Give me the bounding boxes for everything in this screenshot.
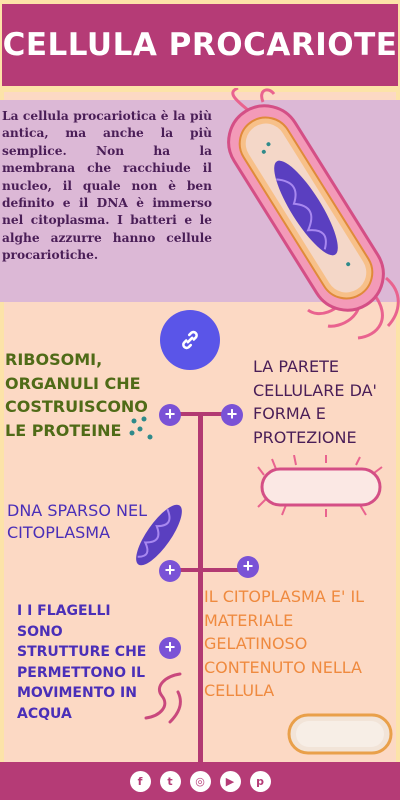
- instagram-icon[interactable]: ◎: [189, 770, 211, 792]
- citoplasma-plus-button[interactable]: +: [237, 556, 259, 578]
- title-band: CELLULA PROCARIOTE: [2, 4, 398, 86]
- pinterest-icon[interactable]: p: [249, 770, 271, 792]
- timeline-branch-top: [180, 412, 232, 416]
- ribosomi-label: RIBOSOMI, ORGANULI CHE COSTRUISCONO LE P…: [5, 350, 148, 440]
- facebook-icon[interactable]: f: [129, 770, 151, 792]
- footer: f t ◎ ▶ p: [0, 762, 400, 800]
- page-title: CELLULA PROCARIOTE: [2, 27, 398, 63]
- cytoplasm-illustration: [287, 713, 393, 755]
- citoplasma-label: IL CITOPLASMA E' IL MATERIALE GELATINOSO…: [204, 587, 365, 700]
- ribosomi-plus-button[interactable]: +: [159, 404, 181, 426]
- parete-label: LA PARETE CELLULARE DA' FORMA E PROTEZIO…: [253, 357, 377, 447]
- dna-label: DNA SPARSO NEL CITOPLASMA: [7, 501, 147, 542]
- youtube-icon[interactable]: ▶: [219, 770, 241, 792]
- timeline-line: [198, 412, 203, 762]
- link-button[interactable]: [160, 310, 220, 370]
- dna-plus-button[interactable]: +: [159, 560, 181, 582]
- flagelli-label: I I FLAGELLI SONO STRUTTURE CHE PERMETTO…: [17, 603, 147, 722]
- link-icon: [182, 330, 198, 350]
- ribosomes-illustration: [129, 416, 153, 440]
- dna-illustration: [136, 504, 182, 566]
- parete-plus-button[interactable]: +: [221, 404, 243, 426]
- flagellum-illustration: [144, 672, 182, 724]
- twitter-icon[interactable]: t: [159, 770, 181, 792]
- flagelli-plus-button[interactable]: +: [159, 637, 181, 659]
- header: CELLULA PROCARIOTE: [0, 0, 400, 92]
- timeline-branch-middle: [180, 568, 248, 572]
- cell-wall-illustration: [257, 455, 383, 517]
- intro-text: La cellula procariotica è la più antica,…: [2, 109, 212, 263]
- bacterium-illustration: [227, 88, 400, 340]
